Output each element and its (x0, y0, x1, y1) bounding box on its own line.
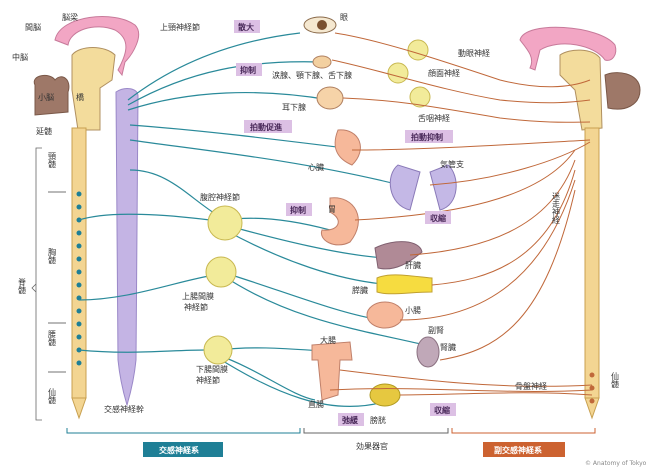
label-celiac-ganglion: 腹腔神経節 (200, 192, 240, 202)
label-sympathetic-system: 交感神経系 (159, 445, 199, 455)
label-sup-mesenteric-2: 神経節 (184, 302, 208, 312)
stomach (320, 197, 359, 246)
parasympathetic-system-badge (483, 442, 565, 457)
label-spinal-cord: 脊髄 (18, 277, 27, 295)
label-stomach: 胃 (328, 205, 336, 214)
large-intestine (311, 341, 353, 401)
spinal-cord-tip (71, 397, 87, 420)
kidney (416, 336, 440, 368)
celiac-ganglion (207, 205, 243, 241)
tag-inhibit-glands: 抑制 (240, 65, 256, 75)
label-oculomotor: 動眼神経 (458, 48, 490, 58)
spinal-cord-right (584, 127, 600, 399)
parasympathetic-nerves (329, 32, 593, 396)
otic-ganglion (409, 86, 431, 108)
credit: © Anatomy of Tokyo (585, 460, 647, 467)
label-heart: 心臓 (308, 162, 324, 172)
cerebellum-right (604, 72, 641, 110)
corpus-callosum-right (519, 26, 617, 71)
label-inf-mesenteric-1: 下腸間膜 (196, 364, 228, 374)
label-cervical: 頸髄 (48, 152, 57, 169)
label-effectors: 効果器官 (356, 441, 388, 451)
tag-contract: 収縮 (434, 405, 450, 415)
corpus-callosum-shape (54, 16, 140, 77)
label-kidney: 腎臓 (440, 342, 456, 352)
parotid-gland (316, 86, 344, 110)
tag-relax: 弛緩 (342, 415, 359, 425)
inferior-mesenteric-ganglion (203, 335, 233, 365)
brainstem-left (71, 47, 116, 131)
label-inf-mesenteric-2: 神経節 (196, 375, 220, 385)
label-rectum: 直腸 (308, 399, 324, 409)
tag-inhibit-stomach: 抑制 (290, 205, 306, 215)
label-superior-cervical-ganglion: 上頸神経節 (160, 22, 200, 32)
segment-dividers (48, 191, 66, 373)
label-cerebellum: 小脳 (38, 92, 54, 102)
glands (312, 55, 332, 69)
label-large-intestine: 大腸 (320, 335, 336, 345)
label-glands: 涙腺、顎下腺、舌下腺 (272, 70, 352, 80)
lungs (389, 164, 457, 211)
label-eye: 眼 (340, 13, 348, 22)
pterygopalatine-ganglion (387, 62, 409, 84)
spinal-cord-right-tip (584, 397, 600, 420)
cerebellum-left (33, 74, 70, 116)
label-adrenal: 副腎 (428, 326, 444, 335)
label-thoracic: 胸髄 (48, 247, 57, 265)
label-bronchi: 気管支 (440, 159, 464, 169)
label-midbrain: 中脳 (12, 52, 28, 62)
label-sympathetic-trunk: 交感神経幹 (104, 404, 144, 414)
label-pancreas: 膵臓 (352, 285, 368, 295)
label-medulla: 延髄 (36, 126, 52, 136)
label-bladder: 膀胱 (370, 415, 386, 425)
label-lumbar: 腰髄 (48, 330, 57, 347)
bladder (369, 383, 401, 407)
label-pons: 橋 (76, 92, 84, 102)
heart (334, 129, 361, 166)
sympathetic-system-badge (143, 442, 223, 457)
label-diencephalon: 間脳 (25, 22, 41, 32)
tag-heart-accelerate: 拍動促進 (250, 122, 282, 132)
liver (374, 241, 423, 270)
label-corpus-callosum: 脳梁 (62, 12, 78, 22)
tag-heart-inhibit: 拍動抑制 (411, 132, 443, 142)
iris (317, 20, 327, 30)
sacral-dots (589, 372, 595, 404)
brainstem-right (559, 49, 603, 131)
sympathetic-bracket (66, 428, 301, 434)
ciliary-ganglion (407, 39, 429, 61)
label-sup-mesenteric-1: 上腸間膜 (182, 291, 214, 301)
spinal-cord-left (71, 127, 87, 399)
label-sacral: 仙髄 (48, 387, 57, 405)
parasympathetic-bracket (451, 428, 596, 434)
pancreas (376, 274, 433, 295)
label-glossopharyngeal: 舌咽神経 (418, 113, 450, 123)
label-sacral-right: 仙髄 (611, 371, 620, 389)
small-intestine (366, 301, 404, 329)
label-facial: 顔面神経 (428, 68, 460, 78)
label-parotid: 耳下腺 (282, 102, 306, 112)
effectors-bracket (303, 428, 449, 434)
spinal-bracket (31, 147, 42, 421)
tag-dilate: 散大 (238, 22, 254, 32)
effect-tags (234, 20, 456, 426)
tag-bronchi-constrict: 収縮 (430, 213, 446, 223)
label-small-intestine: 小腸 (405, 306, 421, 315)
label-pelvic: 骨盤神経 (515, 381, 547, 391)
superior-mesenteric-ganglion (205, 256, 237, 288)
label-liver: 肝臓 (405, 260, 421, 270)
sympathetic-trunk-shape (115, 88, 139, 407)
label-vagus: 迷走神経 (552, 191, 561, 225)
label-parasympathetic-system: 副交感神経系 (494, 445, 542, 455)
